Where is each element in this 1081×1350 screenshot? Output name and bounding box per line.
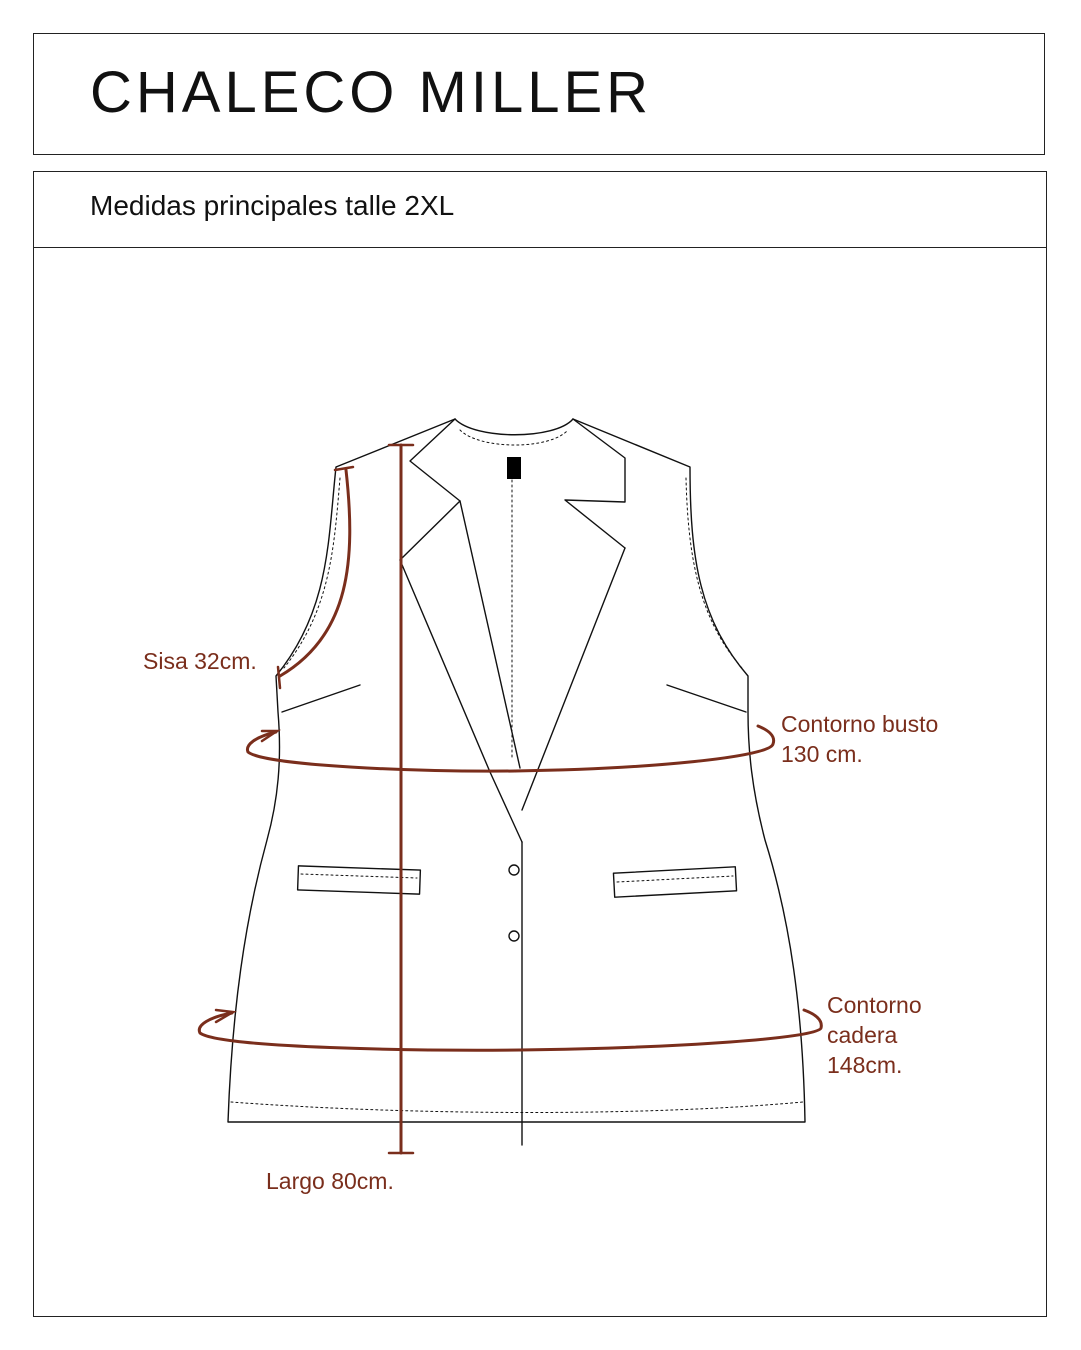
right-armhole-stitch: [685, 477, 743, 669]
left-bust-dart: [281, 684, 361, 713]
left-pocket: [296, 865, 422, 895]
left-armhole-stitch: [283, 477, 341, 669]
diagram-panel: Medidas principales talle 2XL: [33, 171, 1047, 1317]
cadera-mark: [197, 1008, 823, 1052]
brand-tag: [507, 457, 521, 479]
right-pocket: [612, 866, 738, 898]
left-lapel: [399, 559, 523, 843]
sisa-label: Sisa 32cm.: [143, 648, 257, 674]
cadera-label: Contorno cadera 148cm.: [827, 992, 922, 1078]
hem-stitch: [230, 1101, 804, 1113]
title-box: CHALECO MILLER: [33, 33, 1045, 155]
right-collar: [564, 418, 626, 549]
busto-mark: [246, 724, 776, 773]
page-subtitle: Medidas principales talle 2XL: [90, 190, 455, 221]
right-bust-dart: [666, 684, 747, 713]
sisa-mark: [278, 468, 352, 678]
busto-label: Contorno busto 130 cm.: [781, 711, 939, 767]
subtitle-bar: Medidas principales talle 2XL: [34, 172, 1046, 248]
right-lapel: [521, 547, 626, 811]
page-title: CHALECO MILLER: [90, 60, 653, 125]
left-front-inner: [459, 500, 521, 769]
largo-label: Largo 80cm.: [266, 1168, 394, 1194]
left-collar: [399, 418, 461, 561]
neck-band: [454, 418, 574, 436]
neck-band-inner: [459, 429, 569, 446]
button-top: [508, 864, 520, 876]
button-bottom: [508, 930, 520, 942]
